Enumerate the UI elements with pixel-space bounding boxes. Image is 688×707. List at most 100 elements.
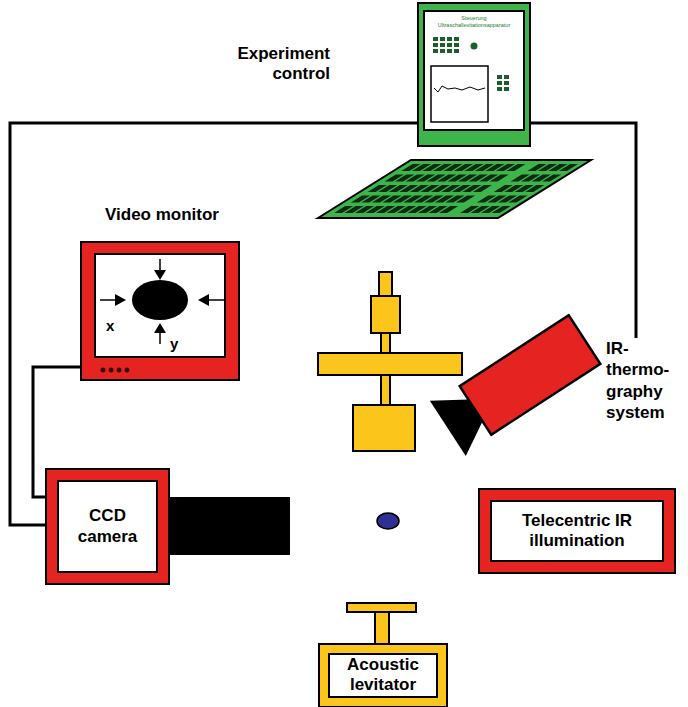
key [527,164,546,171]
icon-cell [504,81,509,85]
key [397,206,416,213]
key [420,185,439,192]
key [366,206,385,213]
ccd-lens [170,497,290,555]
key [429,206,448,213]
control-computer: Steuerung Ultraschallevitationsapparatur… [417,2,531,147]
key [378,185,397,192]
node-panel: Steuerung Ultraschallevitationsapparatur [423,10,525,131]
icon-cell [497,81,502,85]
key [443,164,462,171]
key [395,175,414,182]
key [376,206,395,213]
key [492,206,511,213]
node-heading: Video monitor [72,205,252,225]
key [445,196,464,203]
key [559,164,578,171]
key [441,185,460,192]
key [399,185,418,192]
key [460,206,479,213]
key [511,175,530,182]
key [498,196,517,203]
key [414,196,433,203]
key [506,164,525,171]
key [387,206,406,213]
key [382,196,401,203]
icon-cell [433,37,438,41]
monitor-screen-art [431,37,509,122]
ir-camera [430,312,603,456]
icon-cell [440,43,445,47]
key [351,196,370,203]
key [334,206,353,213]
key [422,164,441,171]
icon-cell [454,37,459,41]
icon-cell [504,87,509,91]
video-monitor: xyVideo monitor [80,241,240,381]
key [448,175,467,182]
key [471,206,490,213]
key [479,175,498,182]
key [525,185,544,192]
key [508,196,527,203]
device-label: Acoustic levitator [333,655,433,696]
reflector-assembly [318,272,462,451]
node-heading: IR- thermo- graphy system [606,338,684,423]
key [548,164,567,171]
key [485,164,504,171]
node-panel: xy [94,253,226,358]
key [504,185,523,192]
key [355,206,374,213]
measure-arrows [100,259,224,344]
key [475,164,494,171]
illumination-box: Telecentric IR illumination [478,488,676,574]
key [401,164,420,171]
key [435,196,454,203]
device-label: Telecentric IR illumination [502,511,652,552]
status-led [471,43,478,50]
key [418,206,437,213]
node-panel: Telecentric IR illumination [490,500,664,562]
icon-cell [447,49,452,53]
screen-icons [433,37,509,91]
key [494,185,513,192]
icon-cell [447,43,452,47]
icon-cell [433,43,438,47]
key [458,175,477,182]
levitated-drop [377,513,399,529]
graph-trace [434,86,485,92]
measure-arrowheads [115,270,209,333]
signal-cable [531,123,636,338]
key [416,175,435,182]
key [473,185,492,192]
keyboard [318,160,591,218]
key [487,196,506,203]
key [496,164,515,171]
icon-cell [433,49,438,53]
node-panel: Acoustic levitator [328,653,438,698]
icon-cell [447,37,452,41]
key [538,164,557,171]
icon-cell [497,75,502,79]
key [452,185,471,192]
ccd-camera-box: CCD camera [45,468,170,585]
key [464,164,483,171]
key [515,185,534,192]
key [424,196,443,203]
key [469,175,488,182]
key [385,175,404,182]
monitor-view-art [100,259,224,373]
key [406,175,425,182]
monitor-buttons [101,368,130,373]
key [345,206,364,213]
icon-cell [504,75,509,79]
icon-cell [454,43,459,47]
key [521,175,540,182]
key [437,175,456,182]
levitator-box: Acoustic levitator [318,643,448,707]
icon-cell [440,37,445,41]
node-panel: CCD camera [57,480,158,573]
axis-label: x [106,317,114,335]
